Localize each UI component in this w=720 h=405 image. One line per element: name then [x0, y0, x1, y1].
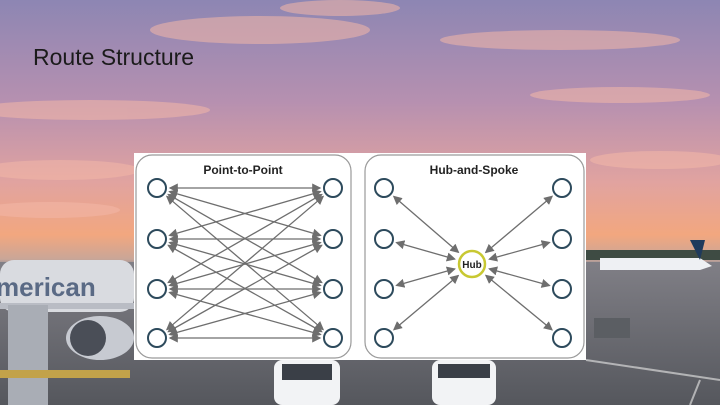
- airport-node: [324, 280, 342, 298]
- airport-node: [553, 329, 571, 347]
- airport-node: [148, 179, 166, 197]
- point-to-point-title: Point-to-Point: [203, 163, 282, 177]
- route-structure-diagram: Point-to-Point Hub-and-Spoke Hub: [134, 153, 586, 360]
- point-to-point-panel: [136, 155, 351, 358]
- airport-node: [553, 179, 571, 197]
- airport-node: [553, 280, 571, 298]
- diagram-canvas: Point-to-Point Hub-and-Spoke Hub: [134, 153, 586, 360]
- hub-and-spoke-title: Hub-and-Spoke: [430, 163, 519, 177]
- airport-node: [324, 179, 342, 197]
- slide-title: Route Structure: [33, 44, 194, 71]
- airport-node: [375, 179, 393, 197]
- airport-node: [148, 230, 166, 248]
- airport-node: [553, 230, 571, 248]
- airport-node: [148, 280, 166, 298]
- airport-node: [324, 329, 342, 347]
- hub-label: Hub: [462, 260, 481, 271]
- airport-node: [324, 230, 342, 248]
- airport-node: [148, 329, 166, 347]
- airport-node: [375, 230, 393, 248]
- airport-node: [375, 329, 393, 347]
- airline-lettering: merican: [0, 272, 96, 302]
- airport-node: [375, 280, 393, 298]
